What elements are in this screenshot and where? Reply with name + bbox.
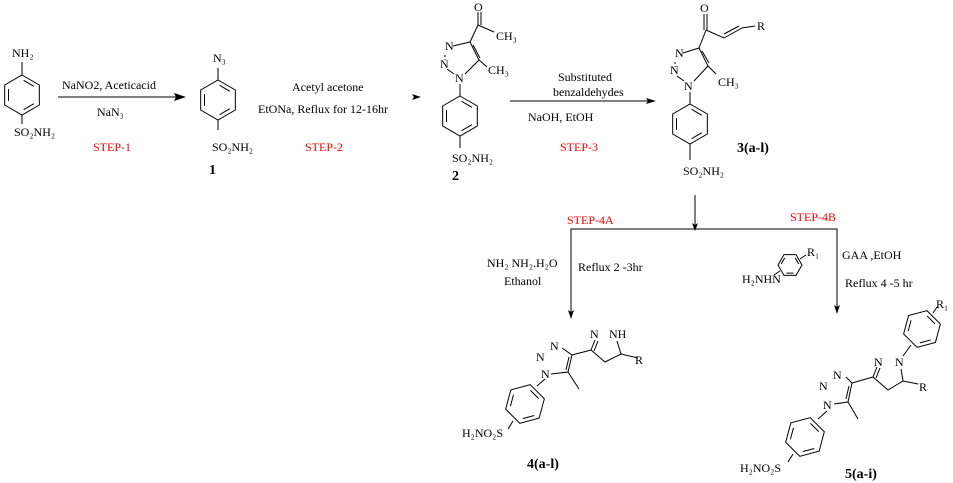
compound-number: 4(a-l) xyxy=(527,457,559,472)
double-bond xyxy=(23,79,35,87)
atom-n: N xyxy=(874,355,883,369)
atom-n: N xyxy=(823,398,832,412)
step-3-reagent-2: benzaldehydes xyxy=(553,85,624,99)
step-4-branch-arrows: STEP-4A STEP-4B NH₂ NH₂.H₂O Ethanol Refl… xyxy=(487,195,913,319)
double-bond xyxy=(530,389,540,399)
methyl-label: CH₃ xyxy=(488,63,509,77)
atom-n: N xyxy=(550,339,559,353)
r-group-label: R xyxy=(919,380,927,394)
step-2-conditions: EtONa, Reflux for 12-16hr xyxy=(258,102,388,116)
double-bond xyxy=(219,84,231,92)
atom-n: N xyxy=(541,367,550,381)
compound-1-azide: N₃ SO₂NH₂ 1 xyxy=(200,51,253,178)
double-bond xyxy=(780,257,786,265)
sulfonamide-label: SO₂NH₂ xyxy=(452,151,493,165)
step-4b-label: STEP-4B xyxy=(790,210,836,224)
atom-nh: NH xyxy=(609,327,627,341)
sulfonamide-label: SO₂NH₂ xyxy=(14,125,55,139)
atom-n: N xyxy=(684,79,693,93)
benzene-ring xyxy=(505,384,545,424)
double-bond xyxy=(789,427,794,440)
methyl-label: CH₃ xyxy=(718,75,739,89)
benzene-ring xyxy=(4,74,40,116)
atom-n: N xyxy=(819,379,828,393)
double-bond xyxy=(794,257,800,265)
step-2-reagent: Acetyl acetone xyxy=(292,80,364,94)
compound-3-chalcone: N N N O R CH₃ SO₂NH₂ 3(a-l) xyxy=(670,1,769,178)
step-3-arrow: Substituted benzaldehydes NaOH, EtOH STE… xyxy=(510,70,656,154)
benzene-ring xyxy=(903,310,941,348)
step-4a-solvent: Ethanol xyxy=(504,274,542,288)
methyl-label: CH₃ xyxy=(496,29,517,43)
benzene-ring xyxy=(442,95,478,137)
atom-n: N xyxy=(833,368,842,382)
atom-o: O xyxy=(700,1,709,15)
sulfonamide-label: H₂NO₂S xyxy=(740,461,781,475)
double-bond xyxy=(23,103,35,111)
double-bond xyxy=(919,339,931,344)
atom-n: N xyxy=(590,327,599,341)
step-3-reagent: Substituted xyxy=(558,70,612,84)
compound-4-pyrazoline: N N N N NH R H₂NO₂S 4(a-l) xyxy=(462,327,643,472)
double-bond xyxy=(810,422,820,432)
double-bond xyxy=(219,108,231,116)
step-4a-conditions: Reflux 2 -3hr xyxy=(578,260,643,274)
step-4a-label: STEP-4A xyxy=(567,213,614,227)
starting-material-sulfanilamide: NH₂ SO₂NH₂ xyxy=(4,46,55,139)
phenylhydrazine-ring xyxy=(777,254,803,276)
double-bond xyxy=(461,100,473,108)
compound-2-acetyl-triazole: N N N O CH₃ CH₃ SO₂NH₂ 2 xyxy=(440,0,517,184)
double-bond xyxy=(786,272,794,274)
step-3-conditions: NaOH, EtOH xyxy=(528,110,594,124)
hydrazine-label: H₂NHN xyxy=(742,272,781,286)
atom-n: N xyxy=(675,46,684,60)
step-4b-reagent: GAA ,EtOH xyxy=(842,248,902,262)
step-2-label: STEP-2 xyxy=(305,140,343,154)
step-1-reagent-2: NaN₃ xyxy=(97,105,124,119)
double-bond xyxy=(926,315,936,325)
double-bond xyxy=(802,448,815,453)
atom-n: N xyxy=(895,355,904,369)
atom-n: N xyxy=(536,350,545,364)
atom-n: N xyxy=(440,57,449,71)
compound-5-n-aryl-pyrazoline: N N N N N R R₁ H₂NO₂S 5(a-i) xyxy=(740,297,948,482)
azide-label: N₃ xyxy=(213,51,226,65)
compound-number: 3(a-l) xyxy=(737,141,769,156)
double-bond xyxy=(461,124,473,132)
atom-n: N xyxy=(455,71,464,85)
atom-n: N xyxy=(445,39,454,53)
step-3-label: STEP-3 xyxy=(560,140,598,154)
benzene-ring xyxy=(200,79,236,121)
r1-label: R₁ xyxy=(807,245,819,259)
step-1-arrow: NaNO2, Aceticacid NaN₃ STEP-1 xyxy=(58,78,186,154)
atom-o: O xyxy=(474,0,483,14)
step-2-arrow: Acetyl acetone EtONa, Reflux for 12-16hr… xyxy=(258,80,421,154)
benzene-ring xyxy=(672,103,708,145)
benzene-ring xyxy=(785,417,825,457)
sulfonamide-label: SO₂NH₂ xyxy=(212,140,253,154)
sulfonamide-label: H₂NO₂S xyxy=(462,426,503,440)
step-4a-reagent: NH₂ NH₂.H₂O xyxy=(487,256,558,270)
step-1-reagent: NaNO2, Aceticacid xyxy=(62,78,156,92)
r-group-label: R xyxy=(635,353,643,367)
compound-number: 1 xyxy=(209,163,216,178)
r1-label: R₁ xyxy=(936,297,948,311)
compound-number: 5(a-i) xyxy=(845,467,877,482)
double-bond xyxy=(691,108,703,116)
double-bond xyxy=(907,320,912,332)
sulfonamide-label: SO₂NH₂ xyxy=(683,164,724,178)
r-group-label: R xyxy=(757,19,765,33)
atom-n: N xyxy=(670,63,679,77)
step-1-label: STEP-1 xyxy=(93,140,131,154)
double-bond xyxy=(522,415,535,420)
double-bond xyxy=(509,394,514,407)
compound-number: 2 xyxy=(452,169,459,184)
double-bond xyxy=(691,132,703,140)
amine-label: NH₂ xyxy=(12,46,34,60)
step-4b-conditions: Reflux 4 -5 hr xyxy=(845,276,913,290)
